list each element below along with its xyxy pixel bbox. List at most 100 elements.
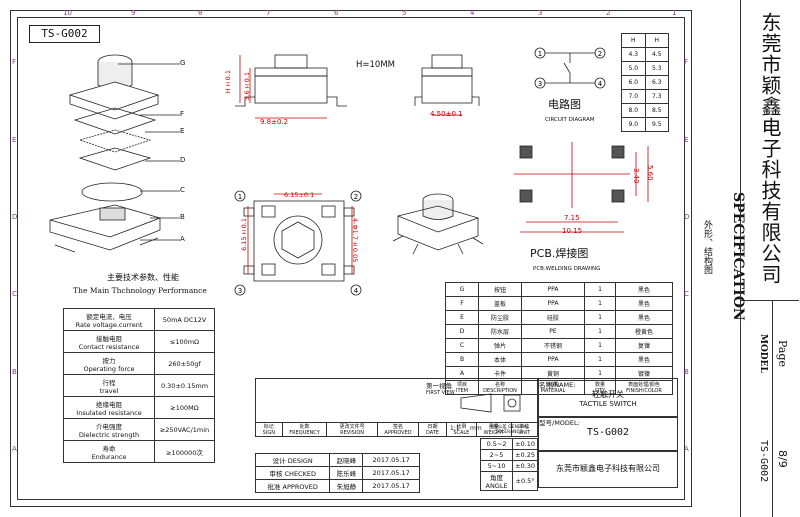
top-pin-2: 2 bbox=[354, 193, 358, 201]
pin-2: 2 bbox=[598, 50, 602, 58]
dim-hole: 4-Φ1.7±0.05 bbox=[351, 218, 359, 263]
perf-cn: 接触电阻 bbox=[96, 334, 122, 343]
top-pin-3: 3 bbox=[238, 287, 242, 295]
perf-value: ≤100mΩ bbox=[154, 330, 215, 353]
perf-cn: 额定电流、电压 bbox=[86, 312, 132, 321]
grid-letter: A bbox=[12, 445, 17, 453]
top-pin-4: 4 bbox=[354, 287, 359, 295]
sidebar-company: 东莞市颖鑫电子科技有限公司 bbox=[758, 12, 782, 285]
sidebar: 东莞市颖鑫电子科技有限公司 SPECIFICATION 外形、结构图 Page … bbox=[690, 0, 800, 517]
name-label: 名称/NAME: bbox=[539, 381, 576, 389]
model-label: 型号/MODEL: bbox=[539, 419, 580, 427]
drawing-outer-frame bbox=[10, 10, 692, 507]
sidebar-page: 8/9 bbox=[776, 450, 789, 468]
grid-letter: F bbox=[12, 58, 17, 66]
perf-cn: 按力 bbox=[102, 356, 116, 365]
name-cn: 轻触开关 bbox=[592, 390, 624, 399]
grid-number: 1 bbox=[672, 9, 677, 17]
h-cell: 7.3 bbox=[644, 89, 669, 104]
grid-letter: E bbox=[684, 136, 689, 144]
pcb-dim-5-60: 5.60 bbox=[646, 165, 654, 181]
unit-value: mm bbox=[470, 425, 482, 432]
first-angle-symbol bbox=[460, 393, 521, 413]
h-cell: 5.3 bbox=[644, 61, 669, 76]
first-view-en: FIRST VIEW bbox=[426, 390, 455, 396]
name-box: 名称/NAME: 轻触开关 TACTILE SWITCH bbox=[538, 378, 678, 418]
perf-value: ≥100MΩ bbox=[154, 396, 215, 419]
h-header: H bbox=[644, 33, 669, 48]
h-cell: 9.0 bbox=[621, 117, 646, 132]
pcb-dim-10-15: 10.15 bbox=[562, 227, 583, 235]
grid-number: 7 bbox=[266, 9, 271, 17]
perf-title-cn: 主要技术参数、性能 bbox=[107, 273, 179, 282]
sidebar-border bbox=[740, 0, 741, 517]
label-d: D bbox=[180, 156, 186, 164]
pin-1: 1 bbox=[538, 50, 542, 58]
grid-letter: D bbox=[684, 213, 690, 221]
h-cell: 4.5 bbox=[644, 47, 669, 62]
front-view-drawing bbox=[235, 54, 347, 119]
model-box: 型号/MODEL: TS-G002 bbox=[538, 416, 678, 452]
company-box: 东莞市颖鑫电子科技有限公司 bbox=[538, 450, 678, 488]
h-cell: 6.0 bbox=[621, 75, 646, 90]
grid-number: 8 bbox=[198, 9, 203, 17]
pin-3: 3 bbox=[538, 80, 542, 88]
model-value: TS-G002 bbox=[586, 427, 630, 438]
grid-letter: E bbox=[12, 136, 17, 144]
sidebar-caption: 外形、结构图 bbox=[702, 220, 712, 274]
grid-letter: F bbox=[684, 58, 689, 66]
perf-value: 260±50gf bbox=[154, 352, 215, 375]
dim-h: H±0.1 bbox=[224, 70, 232, 94]
perf-title-en: The Main Thchnology Performance bbox=[73, 286, 207, 295]
perf-cn: 介电强度 bbox=[96, 422, 122, 431]
h-header: H bbox=[621, 33, 646, 48]
perf-value: ≥100000次 bbox=[154, 440, 215, 463]
exploded-view-drawing bbox=[49, 54, 180, 253]
revision-table: 标记 SIGN 处数 FREQUENCY 更改文件号 REVISION 签名 A… bbox=[255, 378, 539, 437]
drawing-inner-frame bbox=[17, 17, 685, 500]
perf-en: Operating force bbox=[83, 364, 135, 373]
sidebar-page-label: Page bbox=[776, 340, 789, 368]
perf-en: travel bbox=[99, 386, 119, 395]
grid-letter: B bbox=[684, 368, 689, 376]
iso-view-drawing bbox=[392, 193, 484, 255]
perf-value: 0.30±0.15mm bbox=[154, 374, 215, 397]
sidebar-model-label: MODEL bbox=[758, 334, 768, 373]
first-view-cn: 第一视角 bbox=[426, 382, 452, 390]
perf-value: ≥250VAC/1min bbox=[154, 418, 215, 441]
pcb-drawing bbox=[514, 142, 649, 233]
pcb-title-cn: PCB.焊接图 bbox=[530, 247, 589, 260]
top-view-drawing: 1 2 3 4 bbox=[234, 190, 362, 296]
height-note: H=10MM bbox=[356, 60, 395, 70]
grid-letter: C bbox=[684, 290, 689, 298]
drawing-number-box: TS-G002 bbox=[29, 25, 100, 43]
perf-value: 50mA DC12V bbox=[154, 308, 215, 331]
h-cell: 7.0 bbox=[621, 89, 646, 104]
dim-6-15-side: 6.15±0.1 bbox=[240, 218, 248, 251]
h-cell: 6.3 bbox=[644, 75, 669, 90]
label-g: G bbox=[180, 59, 186, 67]
sidebar-divider bbox=[740, 300, 799, 301]
grid-number: 4 bbox=[470, 9, 475, 17]
grid-number: 5 bbox=[402, 9, 407, 17]
dim-6-15-top: 6.15±0.1 bbox=[284, 191, 315, 199]
grid-number: 2 bbox=[606, 9, 611, 17]
sidebar-border-inner bbox=[772, 300, 773, 517]
h-cell: 8.5 bbox=[644, 103, 669, 118]
dim-9-8: 9.8±0.2 bbox=[260, 118, 289, 126]
perf-cn: 寿命 bbox=[102, 444, 116, 453]
